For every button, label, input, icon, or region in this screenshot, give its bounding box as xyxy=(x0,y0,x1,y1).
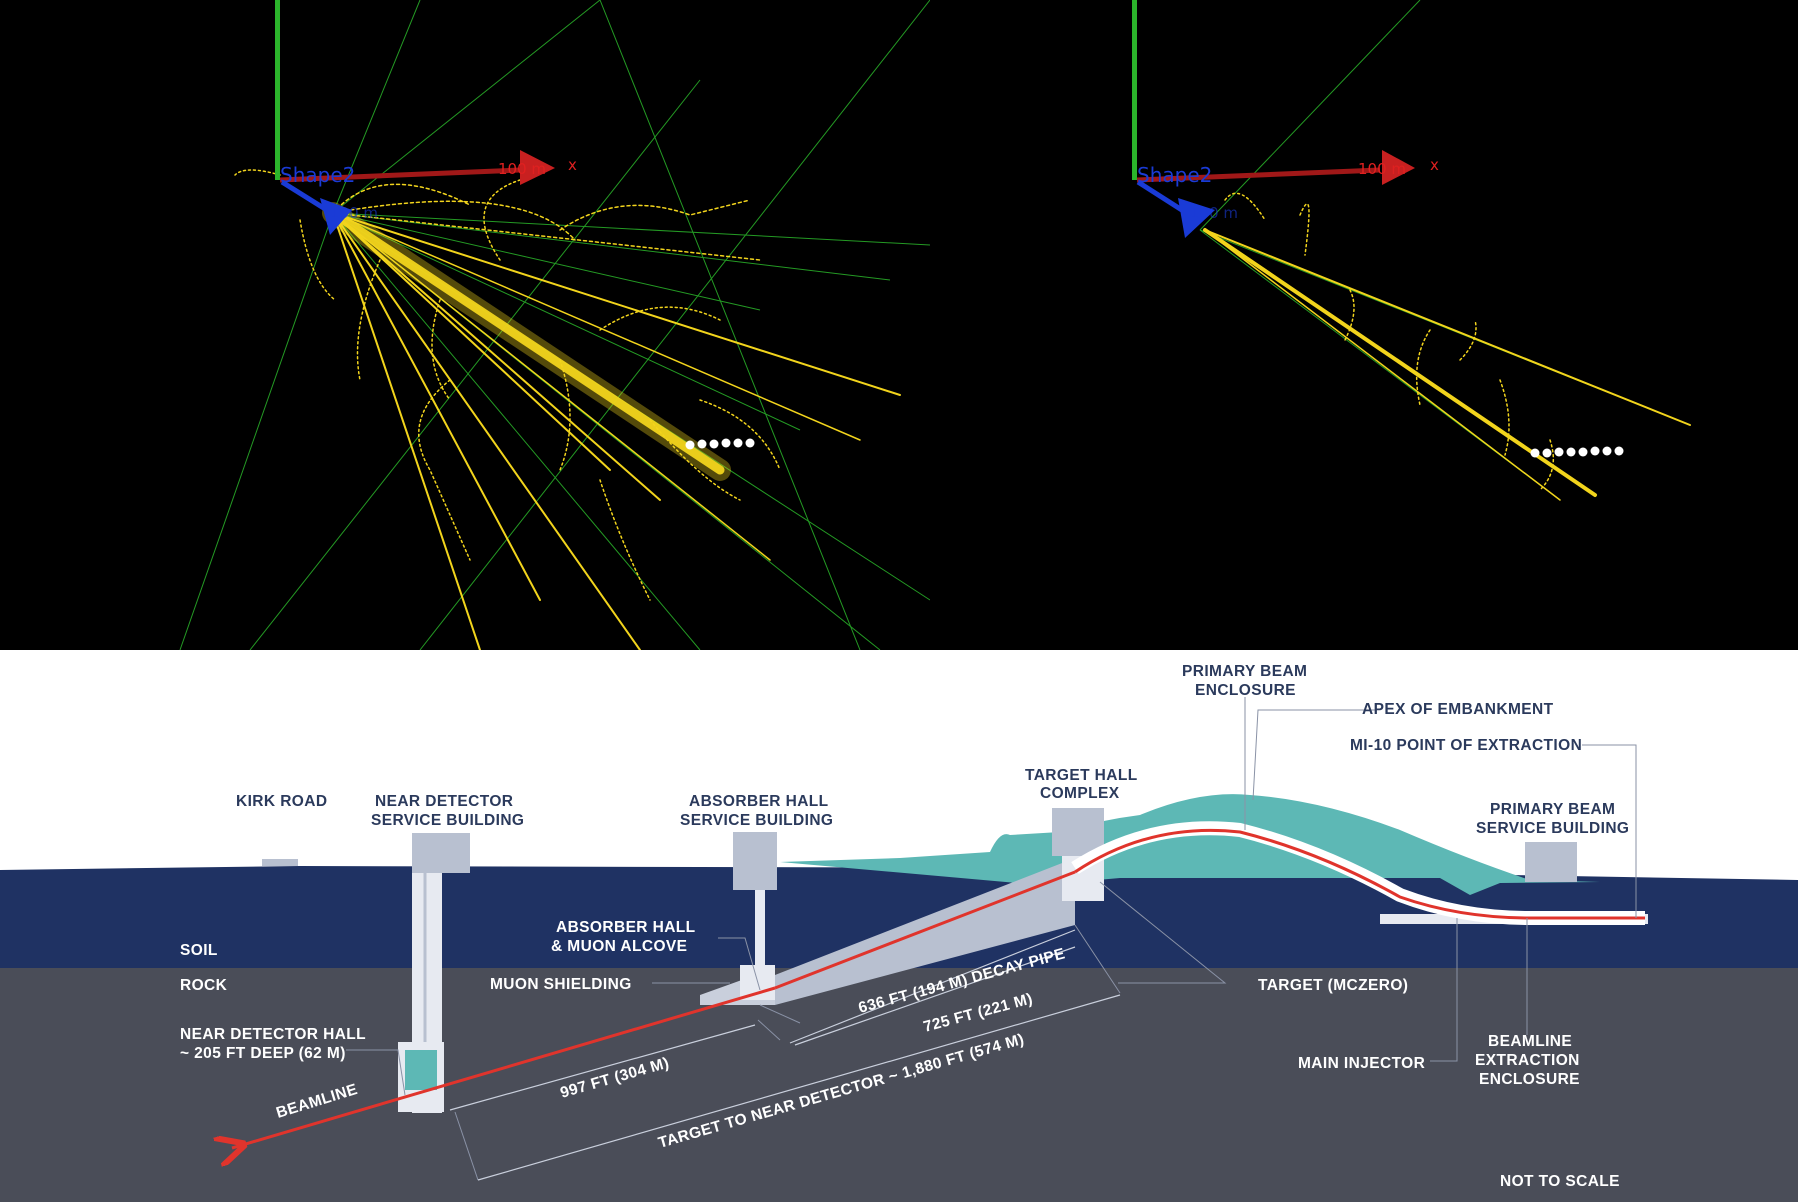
label-absorber-alcove-1: ABSORBER HALL xyxy=(556,919,696,936)
label-primary-enclosure-1: PRIMARY BEAM xyxy=(1182,663,1307,680)
event-left-hit-dots xyxy=(685,438,755,450)
event-display-left: Shape2 100 m x 100 m xyxy=(0,0,931,651)
label-absorber-service-2: SERVICE BUILDING xyxy=(680,812,833,829)
event-left-shape-label: Shape2 xyxy=(280,163,355,187)
event-left-x-axis-label: 100 m xyxy=(498,160,546,178)
label-near-detector-service-1: NEAR DETECTOR xyxy=(375,793,513,810)
primary-beam-service-building xyxy=(1525,842,1577,882)
label-primary-enclosure-2: ENCLOSURE xyxy=(1195,682,1296,699)
event-left-z-axis xyxy=(280,179,332,215)
event-left-yellow-shower xyxy=(234,169,901,651)
label-kirk-road: KIRK ROAD xyxy=(236,793,327,810)
label-extraction-3: ENCLOSURE xyxy=(1479,1071,1580,1088)
event-left-x-arrowhead xyxy=(520,150,555,185)
event-right-yellow-tracks xyxy=(1203,192,1691,501)
label-target: TARGET (MCZERO) xyxy=(1258,977,1408,994)
label-absorber-service-1: ABSORBER HALL xyxy=(689,793,829,810)
event-right-z-axis xyxy=(1136,179,1187,215)
event-right-x-arrowhead xyxy=(1382,150,1415,185)
absorber-service-building xyxy=(733,832,777,890)
target-hall-building xyxy=(1052,808,1104,856)
embankment xyxy=(780,794,1600,895)
label-soil: SOIL xyxy=(180,942,218,959)
kirk-road-marker xyxy=(262,859,298,866)
label-rock: ROCK xyxy=(180,977,228,994)
label-mi10: MI-10 POINT OF EXTRACTION xyxy=(1350,737,1582,754)
event-left-x-axis xyxy=(279,167,521,183)
label-main-injector: MAIN INJECTOR xyxy=(1298,1055,1425,1072)
event-right-z-arrowhead xyxy=(1178,198,1215,238)
label-absorber-alcove-2: & MUON ALCOVE xyxy=(551,938,687,955)
event-right-shape-label: Shape2 xyxy=(1137,163,1212,187)
event-left-axes: Shape2 100 m x 100 m xyxy=(275,0,755,450)
event-display-right: Shape2 100 m x 100 m xyxy=(930,0,1798,650)
label-extraction-1: BEAMLINE xyxy=(1488,1033,1572,1050)
label-primary-service-1: PRIMARY BEAM xyxy=(1490,801,1615,818)
primary-beamline xyxy=(1074,828,1645,920)
absorber-shaft xyxy=(755,890,765,970)
near-detector xyxy=(405,1050,437,1090)
label-target-hall-2: COMPLEX xyxy=(1040,785,1120,802)
beamline-arrow xyxy=(232,986,776,1148)
label-extraction-2: EXTRACTION xyxy=(1475,1052,1580,1069)
event-left-y-axis xyxy=(275,0,280,180)
label-muon-shielding: MUON SHIELDING xyxy=(490,976,632,993)
label-not-to-scale: NOT TO SCALE xyxy=(1500,1173,1620,1190)
dimension-lines xyxy=(449,929,1121,1181)
event-right-z-axis-label: 100 m xyxy=(1190,204,1238,222)
event-right-hit-dots xyxy=(1530,446,1624,458)
rock-layer xyxy=(0,968,1798,1202)
event-left-background xyxy=(0,0,930,650)
event-right-x-axis xyxy=(1136,167,1381,183)
label-target-hall-1: TARGET HALL xyxy=(1025,767,1138,784)
label-near-detector-service-2: SERVICE BUILDING xyxy=(371,812,524,829)
event-left-x-letter: x xyxy=(568,156,577,174)
decay-pipe-beamline xyxy=(774,870,1076,990)
event-right-y-axis xyxy=(1132,0,1137,180)
event-left-z-axis-label: 100 m xyxy=(330,204,378,222)
label-apex: APEX OF EMBANKMENT xyxy=(1362,701,1554,718)
label-near-hall-2: ~ 205 FT DEEP (62 M) xyxy=(180,1045,346,1062)
event-right-x-letter: x xyxy=(1430,156,1439,174)
event-left-z-arrowhead xyxy=(320,198,352,235)
event-right-axes: Shape2 100 m x 100 m xyxy=(1132,0,1624,458)
leader-lines xyxy=(346,697,1637,1181)
beamline-cross-section: KIRK ROAD NEAR DETECTOR SERVICE BUILDING… xyxy=(0,650,1798,1202)
event-right-background xyxy=(930,0,1798,650)
event-right-x-axis-label: 100 m xyxy=(1358,160,1406,178)
label-near-hall-1: NEAR DETECTOR HALL xyxy=(180,1026,366,1043)
near-detector-service-building xyxy=(412,833,470,873)
label-primary-service-2: SERVICE BUILDING xyxy=(1476,820,1629,837)
soil-layer xyxy=(0,866,1798,968)
